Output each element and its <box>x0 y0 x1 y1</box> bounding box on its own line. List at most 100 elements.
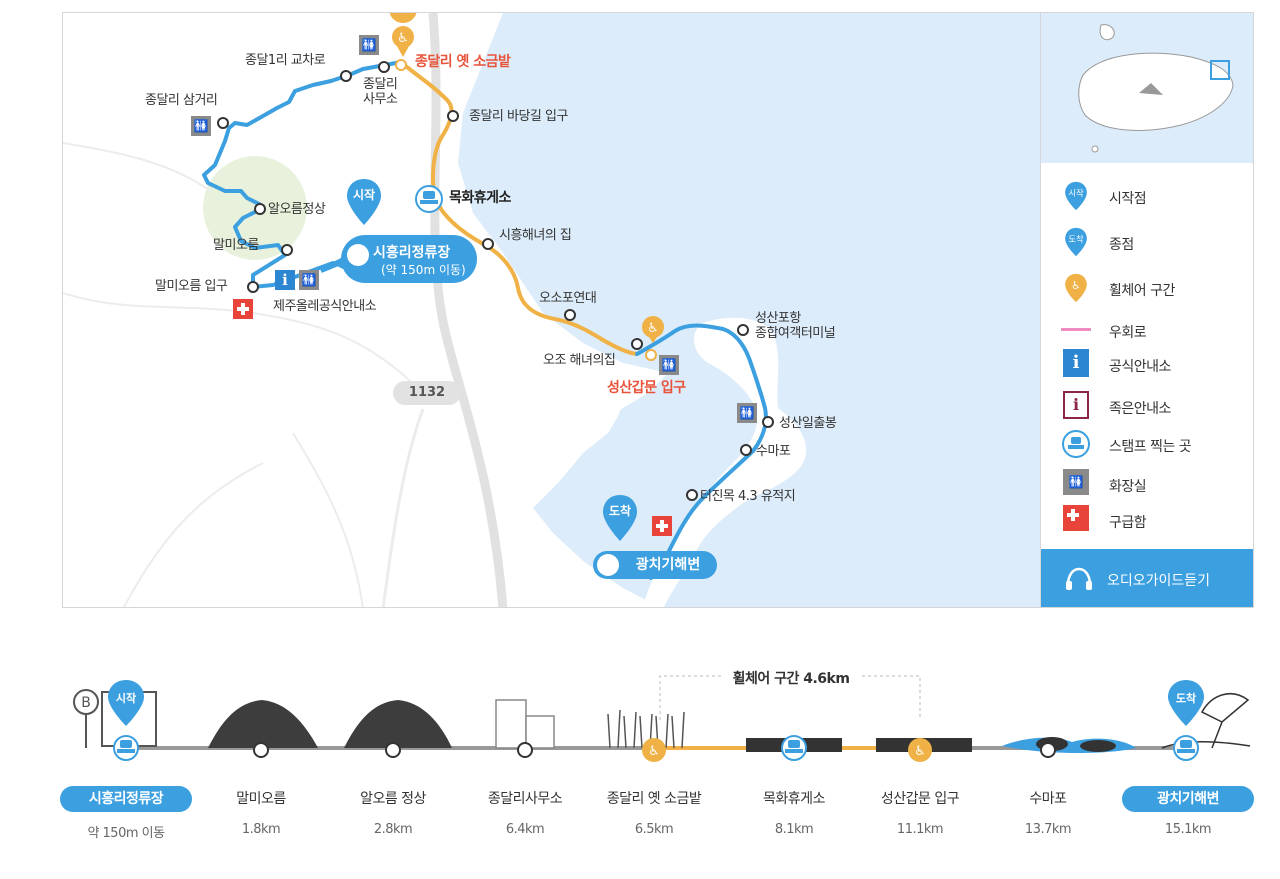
waypoint-malmi[interactable] <box>281 244 293 256</box>
lagoon <box>618 403 707 459</box>
profile-stop-dist: 13.7km <box>1024 822 1072 837</box>
label-malmioreum: 말미오름 <box>213 238 259 253</box>
road-number-badge: 1132 <box>393 381 461 405</box>
wheelchair-pin-icon: ♿ <box>389 13 417 57</box>
waypoint-seongsan-port[interactable] <box>737 324 749 336</box>
stop-marker[interactable] <box>253 742 269 758</box>
legend-item-stamp: 스탬프 찍는 곳 <box>1061 429 1251 459</box>
hill-aloreum-icon <box>344 700 452 748</box>
waypoint-seongsan-gate[interactable] <box>645 349 657 361</box>
toilet-icon: 🚻 <box>737 403 757 423</box>
jeju-island-icon <box>1078 24 1234 153</box>
end-stamp-icon <box>597 554 619 576</box>
legend-item-start: 시작 시작점 <box>1061 181 1251 211</box>
waypoint-teojinmok[interactable] <box>686 489 698 501</box>
profile-stop-dist: 6.4km <box>505 822 545 837</box>
start-pointer <box>331 257 343 269</box>
end-pill-label: 광치기해변 <box>635 557 701 573</box>
label-seongsan-gate: 성산갑문 입구 <box>607 380 686 396</box>
profile-stop-dist: 8.1km <box>774 822 814 837</box>
waypoint-siheung-haenyeo[interactable] <box>482 238 494 250</box>
waypoint-saltfield[interactable] <box>395 59 407 71</box>
profile-stop-name: 알오름 정상 <box>360 791 426 807</box>
start-stamp-icon <box>347 244 369 266</box>
waypoint-osopo[interactable] <box>564 309 576 321</box>
wheelchair-pin-icon: ♿ <box>642 316 664 343</box>
toilet-icon: 🚻 <box>359 35 379 55</box>
legend-start-pin-text: 시작 <box>1068 188 1084 198</box>
road-minor-3 <box>292 432 364 607</box>
waypoint-batang[interactable] <box>447 110 459 122</box>
road-main <box>428 13 508 607</box>
rock-icon <box>1080 740 1116 752</box>
map-canvas: ♿ ♿ <box>63 13 1040 607</box>
waypoint-jongdal1[interactable] <box>340 70 352 82</box>
legend-end-pin-text: 도착 <box>1068 234 1084 244</box>
headphones-icon <box>1066 567 1092 590</box>
svg-text:♿: ♿ <box>647 321 659 336</box>
profile-stop-name: 수마포 <box>1029 791 1067 807</box>
stamp-icon <box>1173 735 1199 761</box>
profile-start-pin-text: 시작 <box>116 691 136 705</box>
legend-item-wheelchair: ♿ 휠체어 구간 <box>1061 273 1251 303</box>
toilet-icon: 🚻 <box>191 116 211 136</box>
legend-item-first-aid: 구급함 <box>1061 505 1251 535</box>
start-pill-title: 시흥리정류장 <box>373 245 451 261</box>
label-olle-info: 제주올레공식안내소 <box>273 299 377 314</box>
end-pin-icon: 도착 <box>1065 227 1087 257</box>
label-mokhwa-rest: 목화휴게소 <box>449 190 511 206</box>
profile-stop-name: 종달리사무소 <box>487 791 563 807</box>
svg-text:♿: ♿ <box>648 744 660 759</box>
course-profile: 휠체어 구간 4.6km B <box>60 650 1254 860</box>
profile-stop-name: 목화휴게소 <box>763 791 825 807</box>
legend-item-toilet: 🚻 화장실 <box>1061 469 1251 499</box>
road-minor-2 <box>63 292 424 394</box>
label-osopo: 오소포연대 <box>539 291 597 306</box>
label-jongdal-office: 종달리 사무소 <box>363 77 398 107</box>
profile-stop-name[interactable]: 광치기해변 <box>1122 786 1254 812</box>
stop-marker[interactable] <box>517 742 533 758</box>
end-location-pill[interactable]: 광치기해변 <box>593 551 717 579</box>
legend-label: 종점 <box>1109 237 1134 253</box>
stop-marker[interactable] <box>1040 742 1056 758</box>
legend-item-official-info: i 공식안내소 <box>1061 349 1251 379</box>
wheelchair-icon: ♿ <box>908 738 932 762</box>
waypoint-ojo[interactable] <box>631 338 643 350</box>
stamp-icon <box>113 735 139 761</box>
waypoint-aloreum[interactable] <box>254 203 266 215</box>
hill-malmioreum-icon <box>208 700 318 748</box>
audio-guide-button[interactable]: 오디오가이드듣기 <box>1041 549 1253 607</box>
stamp-icon <box>781 735 807 761</box>
route-blue-south <box>635 323 768 580</box>
stop-marker[interactable] <box>385 742 401 758</box>
svg-text:♿: ♿ <box>397 31 409 46</box>
label-jongdal-batang: 종달리 바당길 입구 <box>469 109 568 124</box>
label-seongsan-port: 성산포항 종합여객터미널 <box>755 311 836 341</box>
bus-stop-letter: B <box>81 695 91 711</box>
waypoint-samgeori[interactable] <box>217 117 229 129</box>
first-aid-icon <box>233 299 253 319</box>
building-icon <box>495 699 555 749</box>
course-map: ♿ ♿ 🚻 🚻 i 🚻 🚻 🚻 종달1리 교차로 종달리 사무소 종달리 옛 소… <box>62 12 1254 608</box>
profile-stop-name: 말미오름 <box>236 791 286 807</box>
waypoint-sumapo[interactable] <box>740 444 752 456</box>
waypoint-malmi-entrance[interactable] <box>247 281 259 293</box>
profile-stop-markers <box>253 742 1056 758</box>
start-location-pill[interactable]: 시흥리정류장 (약 150m 이동) <box>341 235 477 283</box>
seongsan-land <box>643 317 807 607</box>
profile-end-pin-text: 도착 <box>1176 691 1196 705</box>
road-minor-1 <box>381 408 425 607</box>
svg-text:♿: ♿ <box>1071 279 1081 292</box>
wheelchair-icon: ♿ <box>642 738 666 762</box>
legend-item-detour: 우회로 <box>1061 315 1251 345</box>
profile-stop-name[interactable]: 시흥리정류장 <box>60 786 192 812</box>
waypoint-sunrise[interactable] <box>762 416 774 428</box>
legend-label: 화장실 <box>1109 479 1147 495</box>
audio-guide-label: 오디오가이드듣기 <box>1107 573 1211 589</box>
route-blue-north <box>202 60 403 289</box>
waypoint-jongdal-office[interactable] <box>378 61 390 73</box>
profile-stop-dist: 11.1km <box>896 822 944 837</box>
label-sumapo: 수마포 <box>756 444 791 459</box>
jeju-minimap[interactable] <box>1041 13 1253 163</box>
profile-stop-dist: 약 150m 이동 <box>87 826 165 841</box>
